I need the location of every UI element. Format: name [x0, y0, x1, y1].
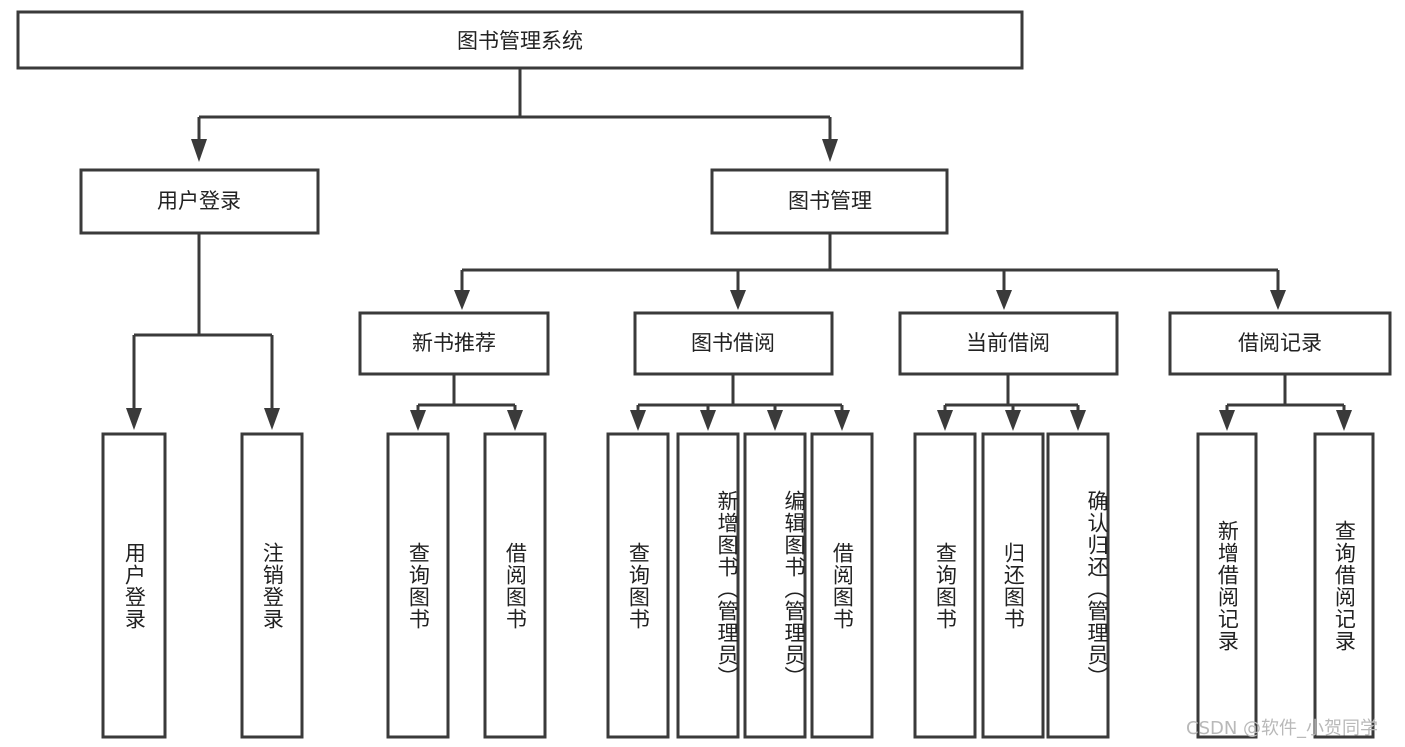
node-book-management-box — [710, 168, 949, 235]
arrow-head-bb-c1 — [630, 410, 646, 431]
node-user-login[interactable]: 用户登录 — [79, 168, 320, 235]
node-user-login-box — [79, 168, 320, 235]
leaf-box-return-book[interactable] — [981, 432, 1045, 739]
arrow-head-new-book-rec — [454, 290, 470, 310]
node-root-system-box — [16, 10, 1024, 70]
leaf-box-query-book-1[interactable] — [386, 432, 450, 739]
node-book-borrow-label: 图书借阅 — [691, 331, 775, 355]
leaf-boxes — [101, 432, 1375, 739]
arrow-head-nbr-c1 — [410, 410, 426, 431]
edges-current-borrow-children — [937, 374, 1086, 431]
arrow-head-cb-c2 — [1005, 410, 1021, 431]
arrow-head-book-borrow — [730, 290, 746, 310]
node-book-borrow-box — [633, 311, 834, 376]
leaf-box-borrow-book-1[interactable] — [483, 432, 547, 739]
leaf-box-add-borrow-record[interactable] — [1196, 432, 1258, 739]
node-new-book-recommend-box — [358, 311, 550, 376]
node-book-management[interactable]: 图书管理 — [710, 168, 949, 235]
edges-user-login-children — [126, 233, 280, 430]
leaf-box-logout[interactable] — [240, 432, 304, 739]
arrow-head-bb-c4 — [834, 410, 850, 431]
node-borrow-record-box — [1168, 311, 1392, 376]
node-new-book-recommend-label: 新书推荐 — [412, 331, 496, 355]
edges-new-book-rec-children — [410, 374, 523, 431]
node-current-borrow-label: 当前借阅 — [966, 331, 1050, 355]
edges-borrow-record-children — [1219, 374, 1352, 431]
node-user-login-label: 用户登录 — [157, 189, 241, 213]
arrow-head-leaf-user-login — [126, 408, 142, 430]
node-book-management-label: 图书管理 — [788, 189, 872, 213]
node-borrow-record-label: 借阅记录 — [1238, 331, 1322, 355]
arrow-head-book-mgmt — [822, 139, 838, 162]
leaf-box-query-borrow-record[interactable] — [1313, 432, 1375, 739]
arrow-head-bb-c3 — [767, 410, 783, 431]
arrow-head-cb-c1 — [937, 410, 953, 431]
node-book-borrow[interactable]: 图书借阅 — [633, 311, 834, 376]
node-root-system-label: 图书管理系统 — [457, 29, 583, 53]
edges-book-borrow-children — [630, 374, 850, 431]
arrow-head-user-login — [191, 139, 207, 162]
arrow-head-bb-c2 — [700, 410, 716, 431]
arrow-head-br-c1 — [1219, 410, 1235, 431]
leaf-box-query-book-3[interactable] — [913, 432, 977, 739]
csdn-watermark: CSDN @软件_小贺同学 — [1186, 718, 1379, 739]
node-root-system[interactable]: 图书管理系统 — [16, 10, 1024, 70]
leaf-box-query-book-2[interactable] — [606, 432, 670, 739]
arrow-head-current-borrow — [996, 290, 1012, 310]
node-current-borrow[interactable]: 当前借阅 — [898, 311, 1119, 376]
leaf-box-confirm-return-admin[interactable] — [1046, 432, 1110, 739]
leaf-box-user-login[interactable] — [101, 432, 167, 739]
arrow-head-leaf-logout — [264, 408, 280, 430]
edges-root-to-level2 — [191, 68, 838, 162]
arrow-head-br-c2 — [1336, 410, 1352, 431]
leaf-box-add-book-admin[interactable] — [676, 432, 740, 739]
node-borrow-record[interactable]: 借阅记录 — [1168, 311, 1392, 376]
edges-book-mgmt-children — [454, 233, 1286, 310]
arrow-head-nbr-c2 — [507, 410, 523, 431]
node-current-borrow-box — [898, 311, 1119, 376]
arrow-head-borrow-record — [1270, 290, 1286, 310]
arrow-head-cb-c3 — [1070, 410, 1086, 431]
node-new-book-recommend[interactable]: 新书推荐 — [358, 311, 550, 376]
leaf-box-edit-book-admin[interactable] — [743, 432, 807, 739]
leaf-box-borrow-book-2[interactable] — [810, 432, 874, 739]
